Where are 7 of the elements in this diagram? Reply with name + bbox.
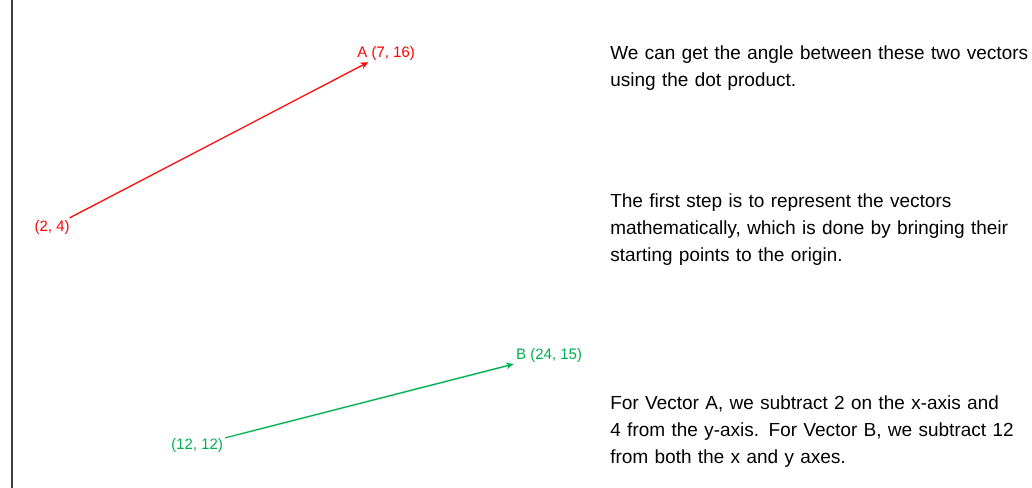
paragraph: We can get the angle between these two vectors using the dot product.	[610, 45, 1028, 90]
point-label: (12, 12)	[172, 438, 222, 452]
paragraph: The first step is to represent the vectors mathematically, which is done by bringing their starting points to the origin.	[610, 193, 1008, 265]
point-label: B (24, 15)	[517, 348, 581, 362]
paragraph: For Vector A, we subtract 2 on the x-axis and 4 from the y-axis. For Vector B, we subtract 12 from both the x and y axes.	[610, 395, 1013, 467]
point-label: A (7, 16)	[357, 46, 414, 60]
point-label: (2, 4)	[35, 220, 69, 234]
